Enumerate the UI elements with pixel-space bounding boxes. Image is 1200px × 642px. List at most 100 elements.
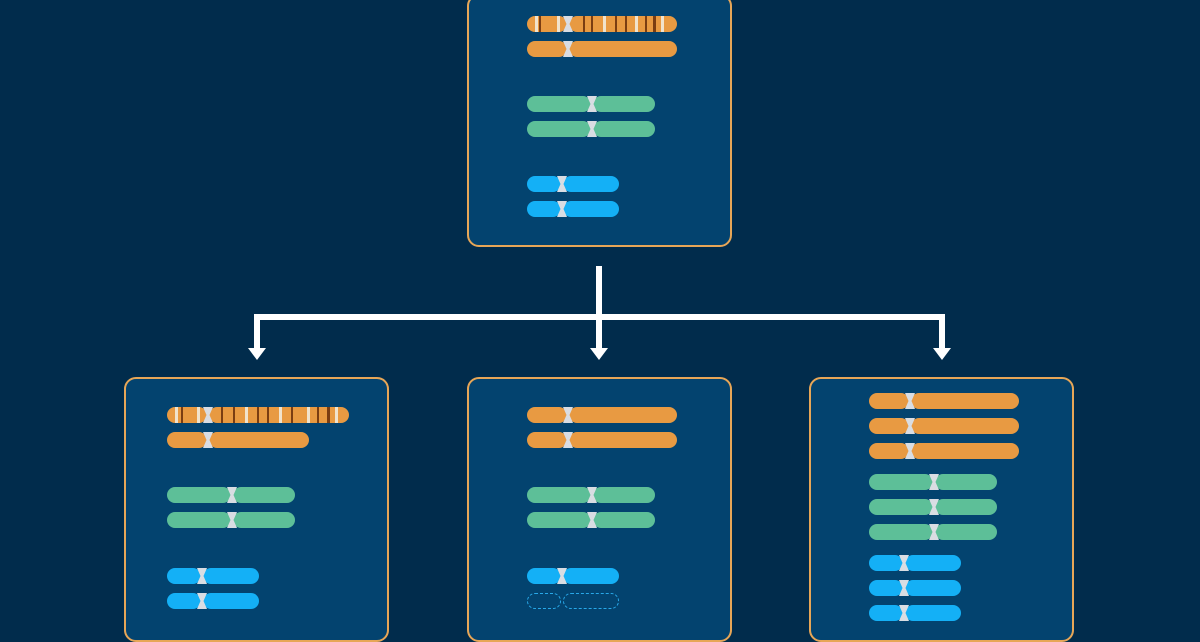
missing-chromosome [527,593,619,609]
chromosome-band [181,407,183,423]
orange-chromosome [527,16,677,32]
green-chromosome [167,512,295,528]
chromosome-long-arm [593,121,655,137]
orange-chromosome [527,407,677,423]
chromosome-band [539,16,541,32]
chromosome-short-arm [167,568,201,584]
chromosome-short-arm [167,593,201,609]
chromosome-band [615,16,617,32]
chromosome-long-arm [569,41,677,57]
daughter-cell-middle [467,377,732,642]
chromosome-band [603,16,606,32]
chromosome-band [591,16,593,32]
chromosome-short-arm [869,393,909,409]
chromosome-short-arm [527,121,591,137]
centromere [203,432,213,448]
chromosome-long-arm [233,512,295,528]
chromosome-short-arm [527,201,561,217]
chromosome-band [645,16,647,32]
centromere [905,393,915,409]
centromere [563,41,573,57]
centromere [899,555,909,571]
centromere [557,568,567,584]
blue-chromosome [869,555,961,571]
chromosome-band [257,407,259,423]
chromosome-short-arm [869,474,933,490]
chromosome-long-arm [233,487,295,503]
chromosome-long-arm [905,605,961,621]
chromosome-band [317,407,319,423]
chromosome-band [327,407,330,423]
centromere [203,407,213,423]
chromosome-long-arm [935,499,997,515]
centromere [587,121,597,137]
chromosome-band [661,16,664,32]
blue-chromosome [869,580,961,596]
daughter-cell-left [124,377,389,642]
arrowhead-center [590,348,608,360]
green-chromosome [167,487,295,503]
blue-chromosome [527,176,619,192]
chromosome-long-arm [563,201,619,217]
chromosome-short-arm [869,524,933,540]
chromosome-long-arm [593,512,655,528]
green-chromosome [869,524,997,540]
chromosome-short-arm [527,593,561,609]
chromosome-short-arm [527,96,591,112]
blue-chromosome [167,593,259,609]
chromosome-band [335,407,338,423]
chromosome-short-arm [527,432,567,448]
centromere [563,432,573,448]
chromosome-long-arm [905,555,961,571]
centromere [929,499,939,515]
green-chromosome [869,474,997,490]
daughter-cell-right [809,377,1074,642]
chromosome-band [245,407,248,423]
blue-chromosome [527,201,619,217]
centromere [227,487,237,503]
centromere [197,568,207,584]
chromosome-band [307,407,310,423]
chromosome-short-arm [167,487,231,503]
chromosome-band [653,16,656,32]
chromosome-long-arm [905,580,961,596]
chromosome-long-arm [593,96,655,112]
centromere [929,474,939,490]
centromere [557,201,567,217]
blue-chromosome [527,568,619,584]
chromosome-long-arm [209,432,309,448]
chromosome-long-arm [935,474,997,490]
blue-chromosome [167,568,259,584]
centromere [197,593,207,609]
chromosome-long-arm [563,176,619,192]
chromosome-short-arm [527,407,567,423]
chromosome-band [583,16,585,32]
chromosome-short-arm [167,407,207,423]
green-chromosome [527,121,655,137]
orange-chromosome [167,432,309,448]
chromosome-band [197,407,200,423]
chromosome-long-arm [935,524,997,540]
parent-cell [467,0,732,247]
chromosome-long-arm [593,487,655,503]
centromere [905,418,915,434]
centromere [227,512,237,528]
green-chromosome [527,96,655,112]
chromosome-short-arm [869,499,933,515]
centromere [899,580,909,596]
chromosome-long-arm [569,16,677,32]
chromosome-band [233,407,235,423]
chromosome-long-arm [911,418,1019,434]
chromosome-band [535,16,538,32]
centromere [905,443,915,459]
chromosome-long-arm [569,432,677,448]
orange-chromosome [869,443,1019,459]
chromosome-short-arm [869,555,903,571]
centromere [929,524,939,540]
chromosome-short-arm [527,568,561,584]
chromosome-long-arm [911,393,1019,409]
green-chromosome [869,499,997,515]
chromosome-band [175,407,178,423]
chromosome-long-arm [569,407,677,423]
centromere [557,176,567,192]
